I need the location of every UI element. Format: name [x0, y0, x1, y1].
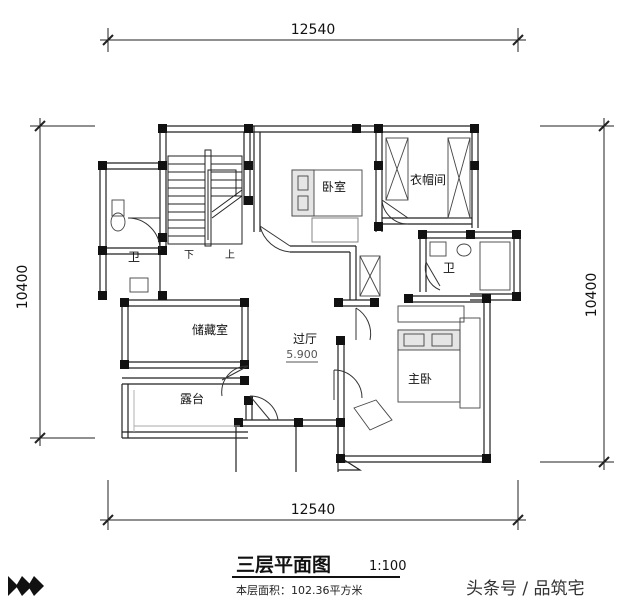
floor-area: 本层面积：102.36平方米	[236, 583, 363, 597]
room-label-hall: 过厅	[293, 332, 317, 346]
room-label-bathroom-right: 卫	[443, 261, 455, 275]
dimension-bottom: 12540	[291, 502, 336, 518]
room-label-closet: 衣帽间	[410, 172, 446, 187]
staircase	[167, 149, 243, 247]
dimension-top: 12540	[291, 22, 336, 38]
dimension-right: 10400	[584, 273, 600, 318]
plan-scale: 1:100	[369, 559, 406, 574]
room-label-bathroom-left: 卫	[128, 250, 140, 264]
room-label-master-bedroom: 主卧	[408, 372, 432, 386]
logo-icon	[8, 576, 44, 596]
dimension-left: 10400	[15, 265, 31, 310]
doors	[127, 199, 441, 421]
plan-title: 三层平面图	[236, 554, 331, 576]
fixtures	[110, 137, 511, 432]
room-label-storage: 储藏室	[192, 322, 228, 337]
elevation-label: 5.900	[286, 348, 318, 361]
room-label-terrace: 露台	[180, 391, 204, 406]
columns	[98, 124, 521, 463]
stair-down-label: 下	[184, 250, 194, 261]
stair-up-label: 上	[225, 249, 235, 261]
dimension-lines	[30, 28, 614, 530]
room-label-bedroom: 卧室	[322, 179, 346, 194]
walls	[99, 125, 521, 472]
watermark-text: 头条号 / 品筑宅	[466, 579, 585, 599]
